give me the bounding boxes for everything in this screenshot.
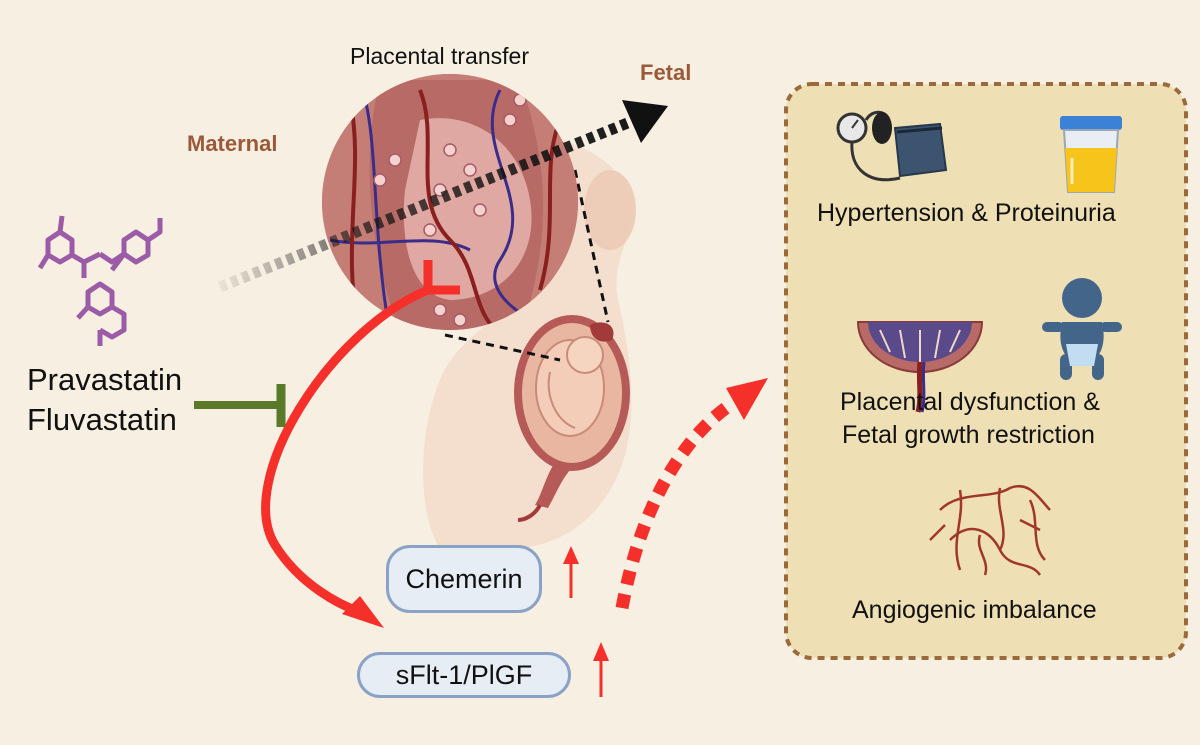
blood-vessels-icon bbox=[929, 484, 1051, 576]
inhibition-arrow bbox=[194, 384, 286, 427]
sflt-plgf-badge: sFlt-1/PlGF bbox=[357, 652, 571, 698]
placental-dysfunction-label: Placental dysfunction & bbox=[840, 388, 1100, 416]
hypertension-label: Hypertension & Proteinuria bbox=[817, 199, 1116, 227]
statin-molecule-icon bbox=[37, 215, 163, 346]
pravastatin-label: Pravastatin bbox=[27, 362, 183, 397]
maternal-label: Maternal bbox=[187, 131, 278, 156]
blood-pressure-icon bbox=[836, 110, 948, 182]
fluvastatin-label: Fluvastatin bbox=[27, 402, 177, 437]
angiogenic-imbalance-label: Angiogenic imbalance bbox=[852, 596, 1097, 624]
urine-sample-icon bbox=[1060, 116, 1122, 193]
induction-arrow bbox=[261, 260, 460, 628]
increase-arrow-chemerin bbox=[563, 546, 579, 598]
pregnant-body-icon bbox=[423, 140, 636, 548]
chemerin-badge: Chemerin bbox=[386, 545, 542, 613]
baby-icon bbox=[1042, 278, 1122, 380]
outcomes-panel bbox=[784, 82, 1188, 660]
placenta-cross-section-icon bbox=[856, 321, 984, 413]
chemerin-label: Chemerin bbox=[405, 563, 523, 594]
increase-arrow-sflt bbox=[593, 642, 609, 697]
placental-transfer-label: Placental transfer bbox=[350, 43, 529, 69]
sflt-plgf-label: sFlt-1/PlGF bbox=[395, 659, 533, 690]
fetal-growth-label: Fetal growth restriction bbox=[842, 421, 1095, 449]
fetal-label: Fetal bbox=[640, 60, 692, 85]
